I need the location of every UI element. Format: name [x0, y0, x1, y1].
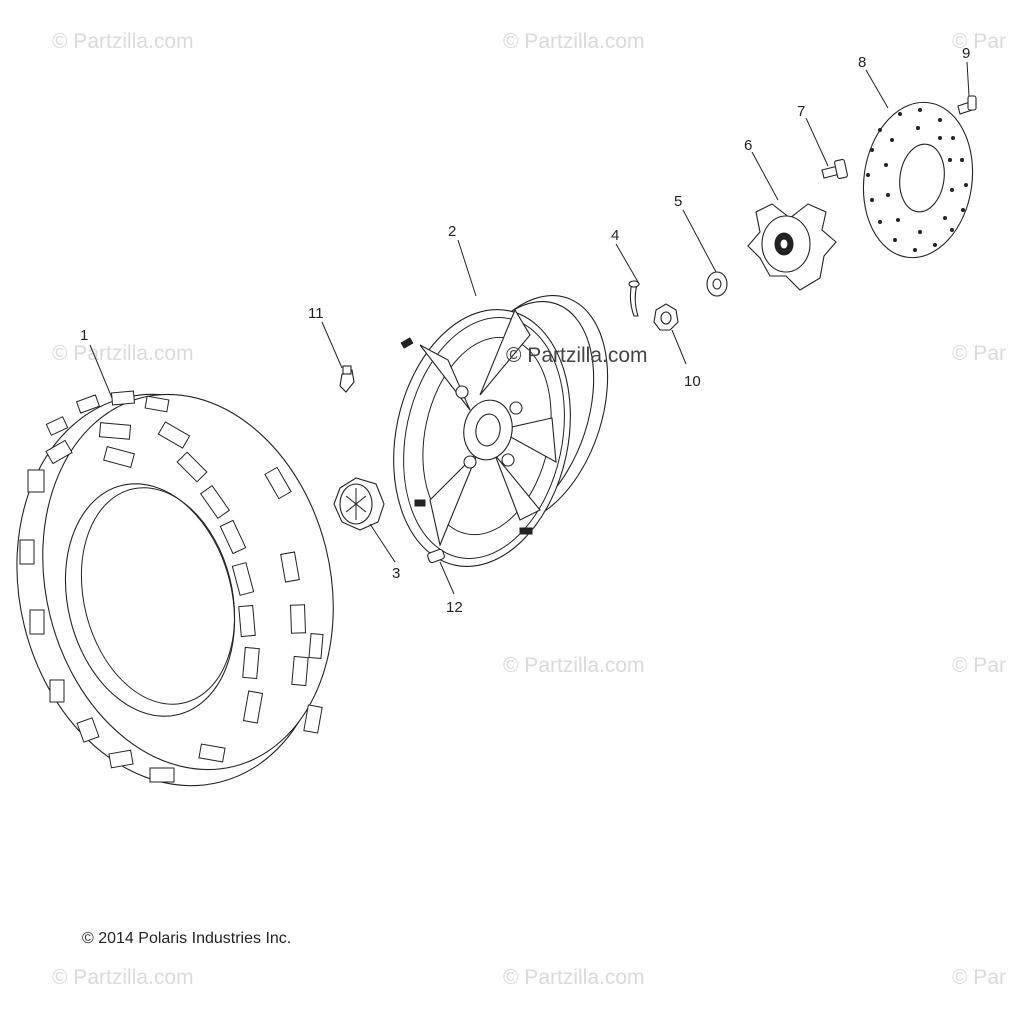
castle-nut-part: [653, 303, 679, 331]
callout-2: 2: [448, 223, 456, 240]
valve-stem-part: [339, 365, 355, 393]
callout-6: 6: [744, 137, 752, 154]
callout-10: 10: [684, 373, 701, 390]
watermark-text: © Partzilla.com: [503, 654, 645, 677]
watermark-text: © Par: [952, 30, 1006, 53]
callout-8: 8: [858, 54, 866, 71]
hub-cap-part: [333, 477, 385, 531]
small-bolt-part: [957, 95, 977, 115]
callout-12: 12: [446, 599, 463, 616]
washer-part: [706, 271, 728, 297]
watermark-text: © Partzilla.com: [52, 30, 194, 53]
hub-part: [747, 203, 837, 291]
callout-1: 1: [80, 327, 88, 344]
callout-9: 9: [962, 45, 970, 62]
leader-lines: [89, 61, 970, 595]
callout-3: 3: [392, 565, 400, 582]
watermark-text: © Partzilla.com: [52, 342, 194, 365]
watermark-text: © Partzilla.com: [503, 966, 645, 989]
callout-labels: 1 2 3 4 5 6 7 8 9 10 11 12: [80, 45, 970, 616]
tire-part: [16, 390, 334, 787]
center-watermark-text: © Partzilla.com: [506, 344, 648, 367]
valve-cap-part: [427, 548, 445, 564]
watermark-text: © Par: [952, 966, 1006, 989]
cotter-pin-part: [628, 280, 640, 317]
callout-5: 5: [674, 193, 682, 210]
watermark-text: © Par: [952, 654, 1006, 677]
watermark-text: © Par: [952, 342, 1006, 365]
callout-11: 11: [308, 305, 324, 322]
watermark-grid: © Partzilla.com © Partzilla.com © Par © …: [52, 30, 1006, 989]
watermark-text: © Partzilla.com: [503, 30, 645, 53]
bolt-part: [821, 158, 848, 180]
callout-4: 4: [611, 227, 619, 244]
callout-7: 7: [797, 103, 805, 120]
brake-disc-part: [862, 101, 974, 259]
copyright-notice: © 2014 Polaris Industries Inc.: [82, 930, 292, 947]
wheel-rim-part: [393, 295, 609, 567]
watermark-text: © Partzilla.com: [52, 966, 194, 989]
